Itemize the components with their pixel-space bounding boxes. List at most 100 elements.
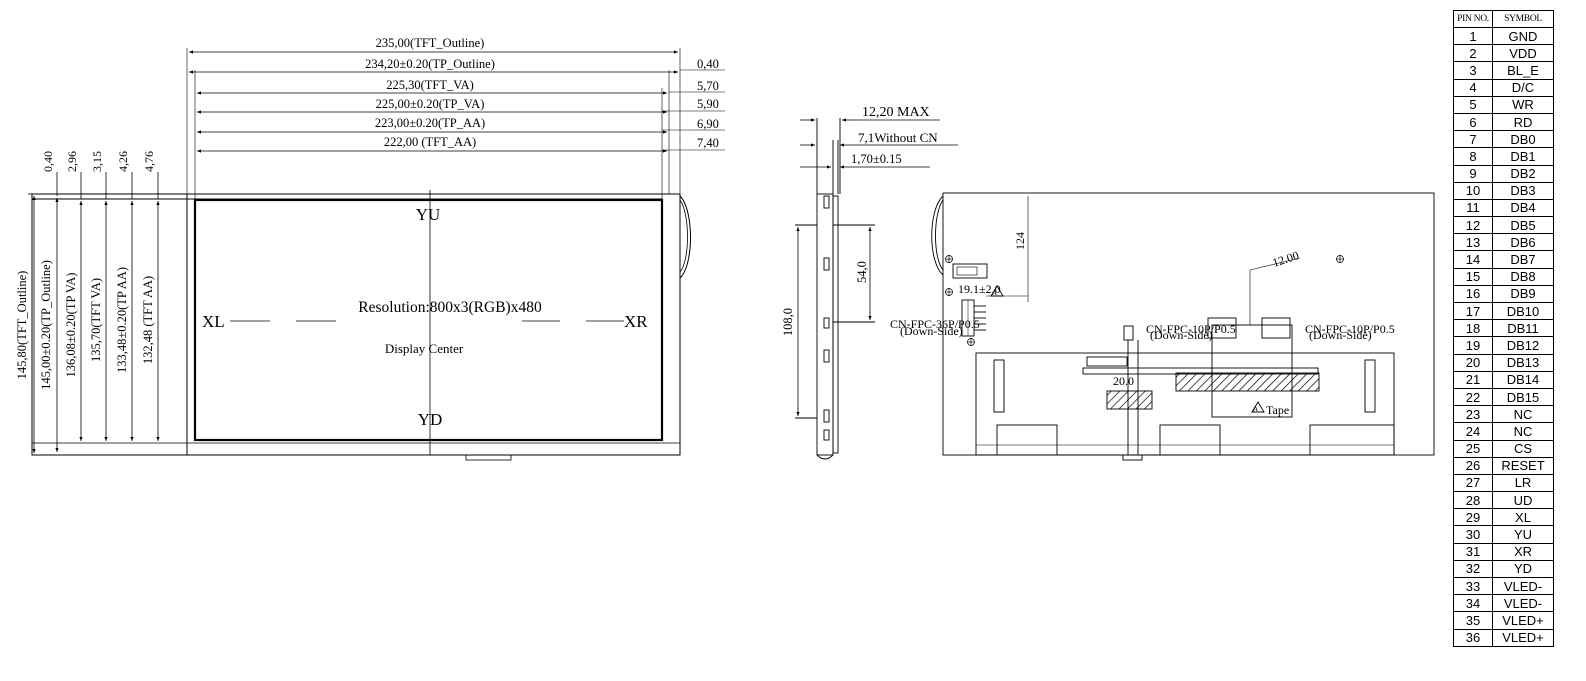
pin-number: 21 — [1453, 370, 1493, 389]
pin-symbol: DB12 — [1492, 336, 1554, 355]
pin-symbol: DB10 — [1492, 301, 1554, 321]
pin-number: 19 — [1453, 336, 1493, 355]
pin-symbol: DB2 — [1492, 164, 1554, 183]
pin-symbol: DB7 — [1492, 250, 1554, 269]
pin-number: 5 — [1453, 95, 1493, 114]
pin-number: 29 — [1453, 508, 1493, 527]
top-offset-5: 4,76 — [142, 151, 156, 172]
symbol-header: SYMBOL — [1492, 10, 1554, 28]
pin-symbol: CS — [1492, 439, 1554, 458]
pin-number: 10 — [1453, 181, 1493, 200]
right-offset-5: 7,40 — [697, 136, 719, 150]
pin-symbol: DB6 — [1492, 233, 1554, 252]
front-width-dimensions — [189, 50, 678, 153]
pin-symbol: DB1 — [1492, 147, 1554, 166]
pin-symbol: DB4 — [1492, 198, 1554, 218]
pin-symbol: XR — [1492, 542, 1554, 561]
pin-number: 27 — [1453, 473, 1493, 493]
back-mark-a1: A — [992, 289, 997, 297]
back-view — [931, 192, 1435, 461]
side-inner-dim: 54,0 — [855, 261, 869, 283]
side-height-dim: 108,0 — [781, 308, 795, 336]
back-conn-right-sub: (Down-Side) — [1309, 328, 1372, 342]
tp-outline — [186, 193, 681, 456]
back-conn-left-sub: (Down-Side) — [1150, 328, 1213, 342]
pin-number: 34 — [1453, 594, 1493, 613]
tft-outline — [31, 193, 681, 456]
pin-number: 8 — [1453, 147, 1493, 166]
back-mark-a2: A — [1253, 405, 1258, 413]
pin-number: 35 — [1453, 611, 1493, 630]
pin-number: 15 — [1453, 267, 1493, 286]
pin-symbol: DB11 — [1492, 319, 1554, 338]
pin-symbol: BL_E — [1492, 61, 1554, 80]
pin-symbol: VLED- — [1492, 576, 1554, 596]
side-body — [816, 193, 834, 456]
pin-symbol: DB15 — [1492, 387, 1554, 407]
height-dim-tft-va: 135,70(TFT VA) — [89, 278, 103, 362]
top-offset-1: 0,40 — [41, 151, 55, 172]
pin-number: 1 — [1453, 26, 1493, 46]
pin-symbol: GND — [1492, 26, 1554, 46]
pin-symbol: DB14 — [1492, 370, 1554, 389]
pin-number: 7 — [1453, 130, 1493, 149]
top-offset-3: 3,15 — [90, 151, 104, 172]
label-xl: XL — [202, 312, 225, 331]
pin-symbol: YU — [1492, 525, 1554, 544]
height-dim-tft-outline: 145,80(TFT_Outline) — [15, 271, 29, 380]
right-offset-1: 0,40 — [697, 57, 719, 71]
pin-symbol: NC — [1492, 422, 1554, 441]
pin-symbol: RESET — [1492, 456, 1554, 475]
pin-number: 32 — [1453, 559, 1493, 579]
pin-symbol: YD — [1492, 559, 1554, 579]
width-dim-tp-outline: 234,20±0.20(TP_Outline) — [365, 57, 495, 71]
top-offset-4: 4,26 — [116, 151, 130, 172]
pin-number: 2 — [1453, 44, 1493, 63]
back-connector-main-sub: (Down-Side) — [900, 324, 963, 338]
pin-number: 18 — [1453, 319, 1493, 338]
pin-symbol: VLED- — [1492, 594, 1554, 613]
resolution-label: Resolution:800x3(RGB)x480 — [358, 299, 542, 316]
pin-symbol: DB3 — [1492, 181, 1554, 200]
pin-number: 13 — [1453, 233, 1493, 252]
pin-number: 20 — [1453, 353, 1493, 372]
pin-number: 33 — [1453, 576, 1493, 596]
pin-table-header-row: PIN NO. SYMBOL — [1453, 10, 1554, 28]
width-dim-tp-aa: 223,00±0.20(TP_AA) — [375, 116, 485, 130]
pin-number: 28 — [1453, 491, 1493, 510]
side-fpc-thickness: 1,70±0.15 — [851, 152, 902, 166]
pin-symbol: NC — [1492, 405, 1554, 424]
right-offset-2: 5,70 — [697, 79, 719, 93]
right-offset-3: 5,90 — [697, 97, 719, 111]
label-xr: XR — [624, 312, 648, 331]
side-without-cn: 7,1Without CN — [858, 130, 938, 145]
pin-number: 25 — [1453, 439, 1493, 458]
width-dim-tft-outline: 235,00(TFT_Outline) — [376, 36, 485, 50]
back-tape-label: Tape — [1266, 403, 1289, 417]
pin-number: 36 — [1453, 628, 1493, 647]
label-yu: YU — [416, 205, 441, 224]
height-dim-tp-outline: 145,00±0.20(TP_Outline) — [39, 260, 53, 390]
side-view — [795, 118, 875, 460]
